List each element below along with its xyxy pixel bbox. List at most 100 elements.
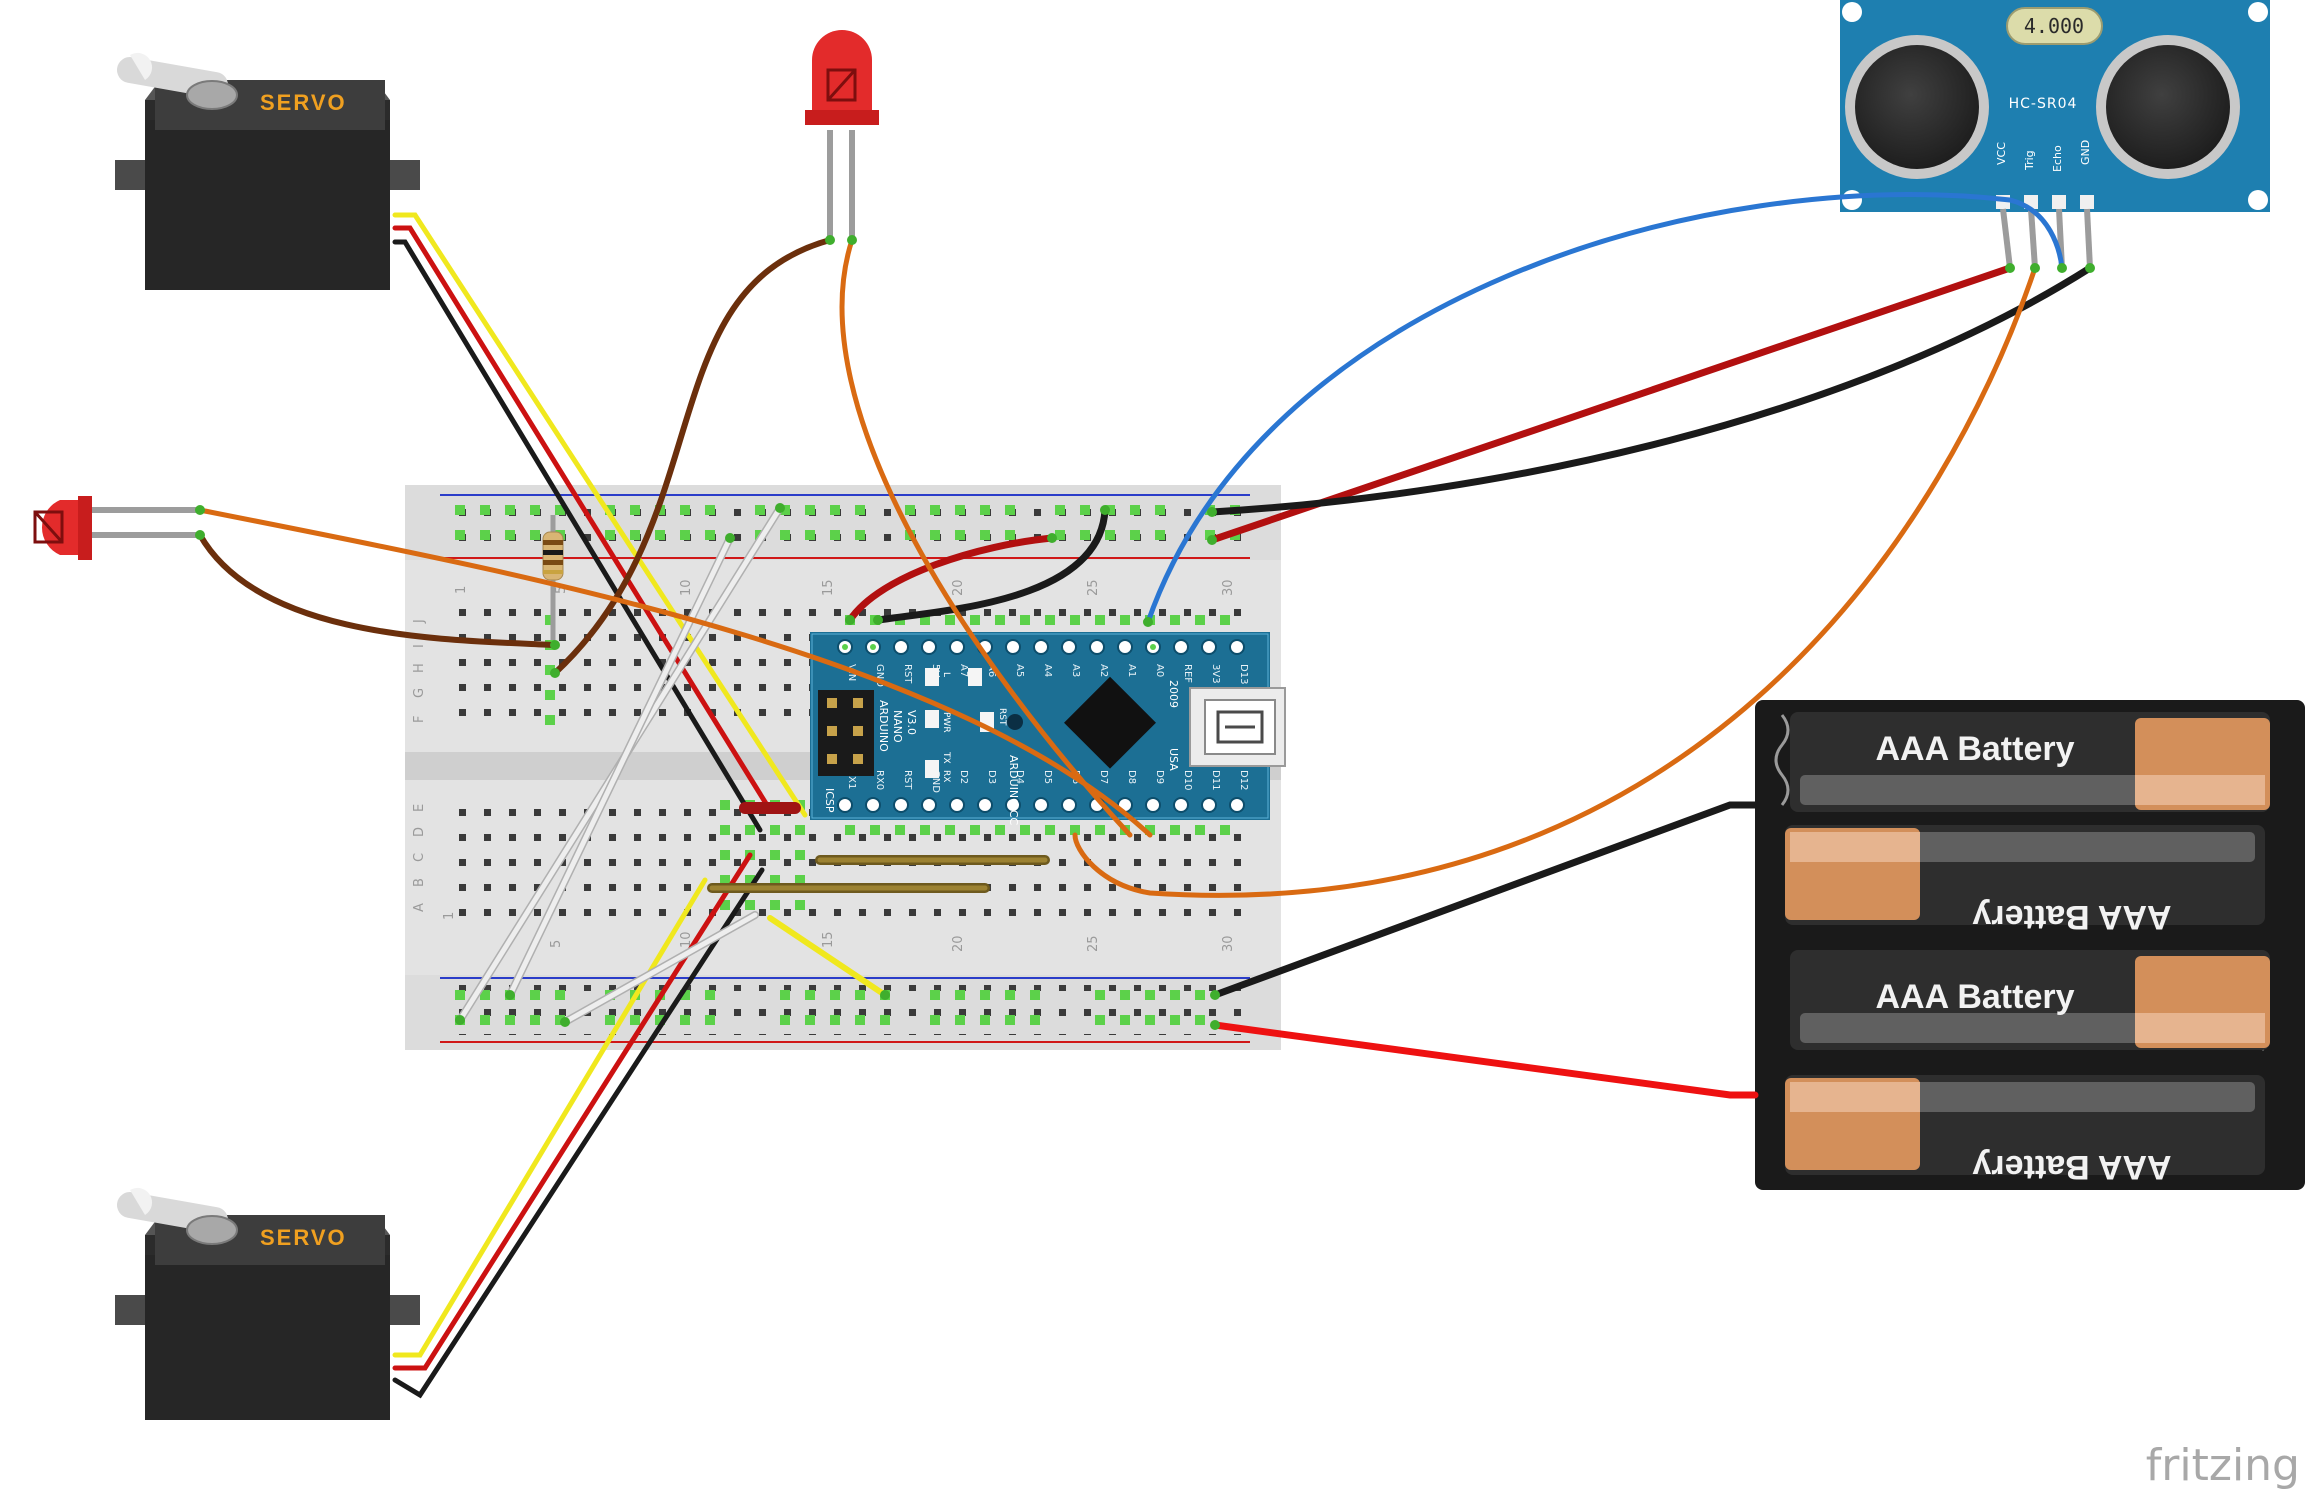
wire-servo-bottom-ground[interactable]	[392, 867, 765, 1399]
wires[interactable]	[197, 192, 2094, 1399]
pin-label-gnd: GND	[874, 664, 885, 687]
pin-label-d13: D13	[1238, 664, 1249, 684]
col-label-b25: 25	[1086, 935, 1101, 952]
pin-label-a4: A4	[1042, 664, 1053, 677]
wire-sensor-echo-blue[interactable]	[1145, 192, 2065, 625]
pin-label-d4: D4	[1014, 770, 1025, 784]
nano-brand: ARDUINO.CC	[1007, 755, 1020, 826]
pin-label-d9: D9	[1154, 770, 1165, 784]
pin-label-a0: A0	[1154, 664, 1165, 677]
arduino-nano[interactable]: VIN GND RST 5V A7 A6 A5 A4 A3 A2 A1 A0 R…	[810, 632, 1286, 826]
wire-servo-top-power[interactable]	[392, 225, 773, 813]
wire-jumper-white-2-core	[507, 535, 733, 998]
col-label-5: 5	[554, 586, 569, 594]
wire-sensor-vcc-red[interactable]	[1208, 264, 2014, 544]
wire-jumper-black-arduino[interactable]	[874, 506, 1109, 624]
led-left[interactable]	[33, 496, 200, 560]
row-label-h: H	[412, 663, 427, 673]
battery-cell-3-label: AAA Battery	[1875, 978, 2074, 1016]
pin-label-d7: D7	[1098, 770, 1109, 784]
onboard-leds	[925, 668, 1023, 778]
pin-label-rx0: RX0	[874, 770, 885, 790]
pin-label-d12: D12	[1238, 770, 1249, 790]
pin-label-a2: A2	[1098, 664, 1109, 677]
pin-label-tx1: TX1	[846, 769, 857, 789]
row-label-c: C	[412, 853, 427, 862]
wire-sensor-trig-orange[interactable]	[1072, 265, 2038, 898]
wire-sensor-gnd-black[interactable]	[1208, 264, 2094, 516]
battery-cell-1: AAA Battery	[1790, 712, 2270, 812]
col-label-25: 25	[1086, 579, 1101, 596]
led-label-rx: RX	[941, 770, 951, 782]
battery-cell-3: AAA Battery	[1790, 950, 2270, 1050]
sensor-model: HC-SR04	[2009, 96, 2078, 112]
wire-servo-bottom-power[interactable]	[392, 852, 753, 1371]
col-label-10: 10	[679, 579, 694, 596]
sensor-crystal: 4.000	[2024, 14, 2084, 38]
row-label-a: A	[412, 903, 427, 912]
wire-servo-bottom-signal[interactable]	[392, 877, 708, 1358]
pin-label-a7: A7	[958, 664, 969, 677]
icsp-header	[818, 690, 874, 776]
wire-jumper-white-3-core	[562, 912, 758, 1025]
wire-jumper-red-arduino[interactable]	[846, 534, 1056, 624]
wire-led-top-orange[interactable]	[839, 237, 1133, 838]
battery-cell-1-label: AAA Battery	[1875, 730, 2074, 768]
pin-label-d3: D3	[986, 770, 997, 784]
row-label-j: J	[412, 619, 427, 624]
wire-servo-top-ground[interactable]	[392, 239, 763, 833]
col-label-20: 20	[951, 579, 966, 596]
pin-label-a6: A6	[986, 664, 997, 677]
nano-year: 2009	[1167, 680, 1180, 708]
battery-cell-4-label: AAA Battery	[1972, 1148, 2171, 1186]
col-label-30: 30	[1221, 579, 1236, 596]
sensor-pin-vcc: VCC	[1995, 142, 2008, 165]
wire-battery-red[interactable]	[1211, 1021, 1759, 1099]
led-label-pwr: PWR	[941, 712, 951, 733]
battery-cell-2-label: AAA Battery	[1972, 898, 2171, 936]
row-label-i: I	[412, 644, 427, 648]
col-label-b5: 5	[549, 940, 564, 948]
sensor-pin-gnd: GND	[2079, 140, 2092, 165]
pin-label-d11: D11	[1210, 770, 1221, 790]
sensor-pin-echo: Echo	[2051, 145, 2064, 172]
row-label-g: G	[412, 688, 427, 698]
ultrasonic-sensor[interactable]: 4.000 HC-SR04 VCC Trig Echo GND	[1840, 0, 2270, 269]
servo-top-label: SERVO	[260, 90, 347, 115]
row-label-d: D	[412, 827, 427, 837]
pin-label-gnd2: GND	[930, 770, 941, 793]
pin-label-d10: D10	[1182, 770, 1193, 790]
col-label-1: 1	[454, 586, 469, 594]
servo-bottom-label: SERVO	[260, 1225, 347, 1250]
col-label-b20: 20	[951, 935, 966, 952]
pin-label-rst2: RST	[902, 770, 913, 790]
col-label-15: 15	[821, 579, 836, 596]
servo-top[interactable]: SERVO	[115, 52, 420, 290]
row-label-b: B	[412, 878, 427, 887]
wire-led-top-brown[interactable]	[552, 237, 833, 676]
pin-label-a1: A1	[1126, 664, 1137, 677]
battery-pack[interactable]: AAA Battery AAA Battery AAA Battery AAA …	[1755, 700, 2305, 1190]
wire-endpoints	[195, 235, 2095, 1030]
resistor[interactable]	[542, 515, 564, 640]
pin-label-d2: D2	[958, 770, 969, 784]
pin-label-3v3: 3V3	[1210, 664, 1221, 684]
led-top[interactable]	[805, 30, 879, 240]
wire-battery-black[interactable]	[1211, 801, 1759, 999]
nano-name-line1: ARDUINO	[877, 700, 890, 752]
pin-label-rst: RST	[902, 664, 913, 684]
nano-name-line3: V3.0	[905, 710, 918, 735]
pin-label-d5: D5	[1042, 770, 1053, 784]
mini-usb-connector	[1189, 687, 1286, 767]
col-label-b30: 30	[1221, 935, 1236, 952]
led-label-rst: RST	[997, 708, 1007, 726]
wire-led-left-brown[interactable]	[197, 532, 558, 648]
mcu-chip	[1064, 676, 1156, 769]
fritzing-watermark: fritzing	[2146, 1440, 2300, 1491]
wire-led-left-orange[interactable]	[197, 507, 1153, 838]
nano-name-line2: NANO	[891, 710, 904, 743]
led-label-tx: TX	[941, 751, 951, 764]
wire-jumper-yellow[interactable]	[767, 915, 888, 998]
servo-bottom[interactable]: SERVO	[115, 1187, 420, 1420]
